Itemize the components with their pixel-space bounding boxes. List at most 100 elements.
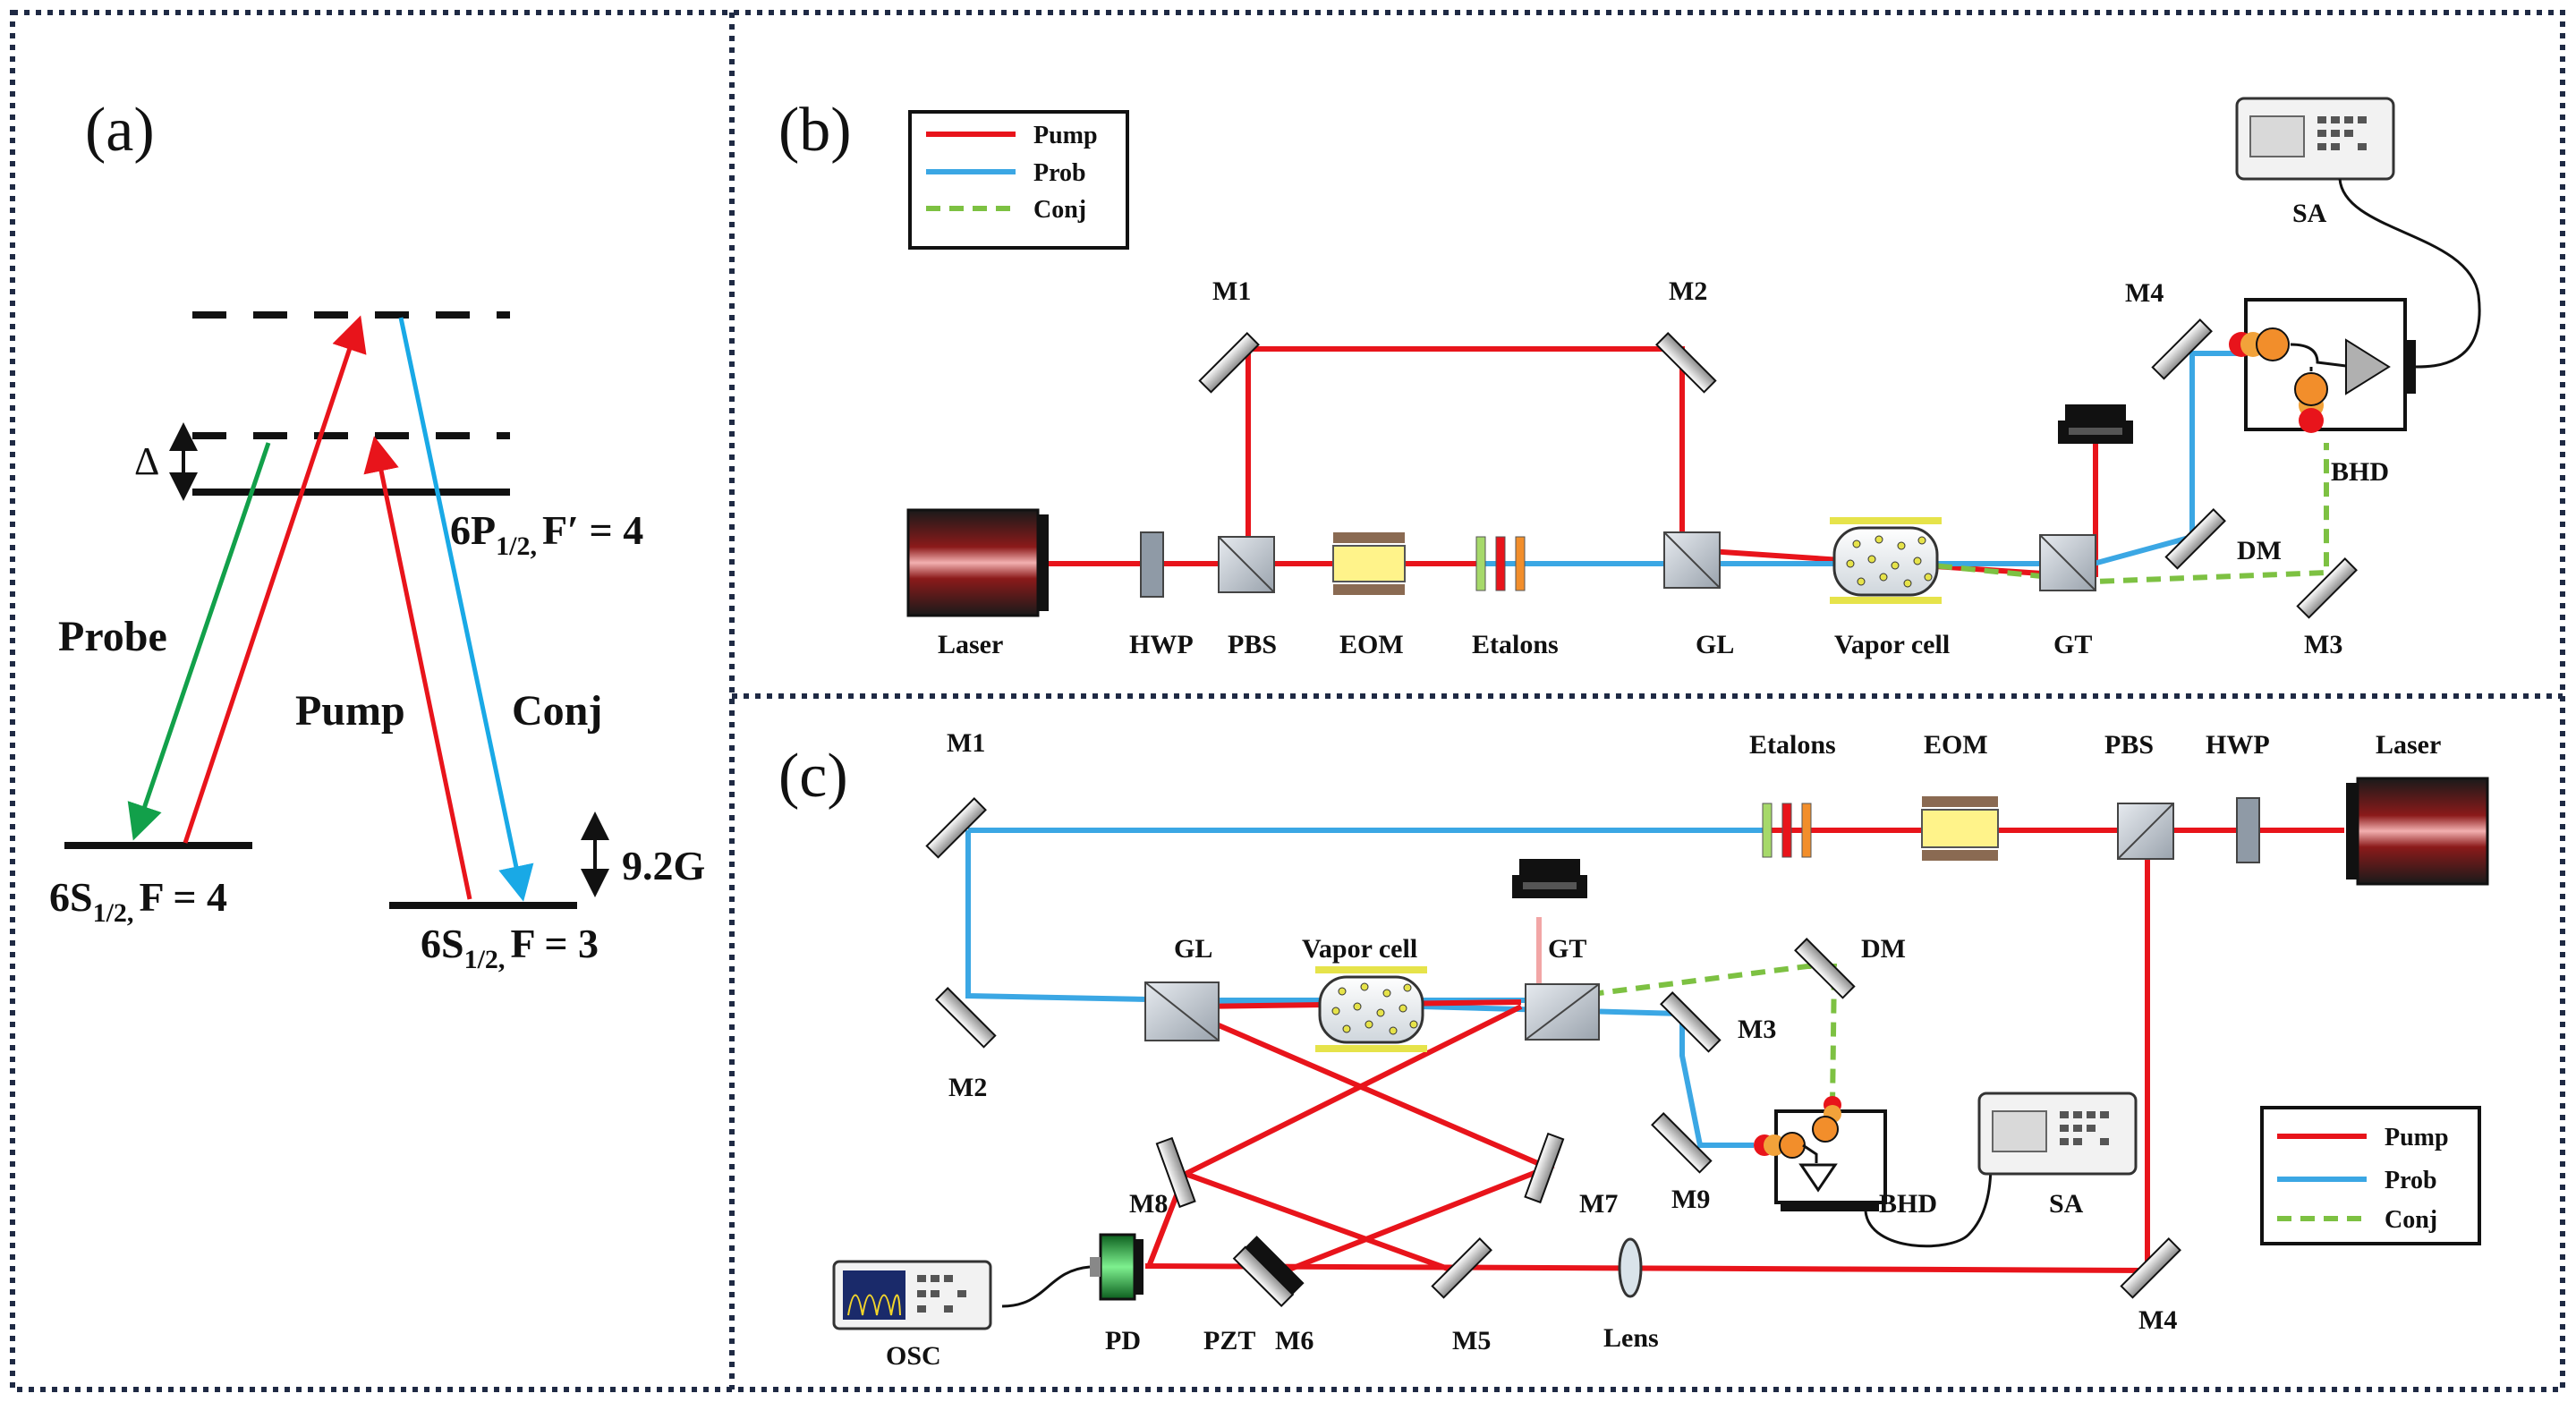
label-c-gl: GL — [1174, 934, 1212, 964]
photodetector-c — [1090, 1233, 1143, 1301]
oscilloscope-c — [832, 1260, 992, 1330]
label-c-sa: SA — [2049, 1189, 2084, 1219]
label-b-dm: DM — [2237, 536, 2282, 565]
splitting-label: 9.2G — [622, 843, 705, 888]
conj-transition-arrow — [398, 317, 534, 902]
mirror-m3-b — [2296, 557, 2358, 619]
label-b-m1: M1 — [1212, 276, 1251, 306]
mirror-m2-b — [1655, 332, 1717, 394]
delta-label: Δ — [134, 439, 159, 483]
label-c-eom: EOM — [1924, 730, 1988, 760]
panel-a-label: (a) — [85, 96, 155, 165]
panel-b-setup: (b) Pump Prob Conj — [778, 96, 2481, 659]
panel-c-label: (c) — [778, 742, 848, 811]
legend-b-conj: Conj — [1033, 196, 1086, 224]
label-c-m7: M7 — [1579, 1189, 1618, 1219]
level-6p-label: 6P1/2,F′ = 4 — [450, 507, 643, 561]
label-c-vapor-cell: Vapor cell — [1302, 934, 1417, 964]
label-b-m3: M3 — [2304, 630, 2342, 659]
gl-b — [1663, 531, 1721, 589]
panel-borders — [10, 10, 2565, 1392]
eom-c — [1921, 796, 1999, 861]
etalons-b — [1475, 536, 1526, 591]
mirror-m3-c — [1660, 991, 1722, 1053]
vapor-cell-b — [1830, 517, 1942, 604]
label-c-m6: M6 — [1275, 1326, 1314, 1355]
pd-cable-c — [1001, 1265, 1091, 1308]
label-b-gl: GL — [1696, 630, 1734, 659]
mirror-m7-c — [1524, 1132, 1565, 1204]
legend-b-pump: Pump — [1033, 122, 1098, 149]
lens-c — [1618, 1237, 1643, 1298]
label-b-laser: Laser — [938, 630, 1003, 659]
probe-transition-arrow — [127, 442, 271, 841]
dichroic-mirror-c — [1794, 938, 1856, 999]
panel-c-legend: Pump Prob Conj — [2260, 1106, 2481, 1245]
mirror-m4-c — [2120, 1237, 2181, 1299]
label-b-hwp: HWP — [1129, 630, 1194, 659]
etalons-c — [1762, 803, 1812, 858]
mirror-m1-b — [1198, 332, 1260, 394]
legend-c-pump: Pump — [2385, 1124, 2449, 1151]
label-b-gt: GT — [2053, 630, 2092, 659]
probe-label: Probe — [58, 613, 167, 660]
label-c-bhd: BHD — [1879, 1189, 1937, 1219]
label-c-m9: M9 — [1671, 1185, 1710, 1214]
label-c-laser: Laser — [2376, 730, 2441, 760]
label-c-m4: M4 — [2138, 1305, 2177, 1335]
mirror-m8-c — [1155, 1136, 1196, 1209]
laser-c — [2346, 777, 2489, 886]
hwp-c — [2236, 797, 2260, 863]
label-c-m5: M5 — [1452, 1326, 1491, 1355]
label-c-pd: PD — [1105, 1326, 1141, 1355]
eom-b — [1332, 532, 1406, 595]
level-6s-f4-label: 6S1/2,F = 4 — [49, 874, 227, 928]
label-c-pzt: PZT — [1203, 1326, 1255, 1355]
level-6s-f3-label: 6S1/2,F = 3 — [421, 921, 599, 974]
gt-c — [1525, 983, 1600, 1041]
mirror-m6-pzt-c — [1232, 1236, 1305, 1308]
panel-a-energy-levels: (a) Δ 9.2G Probe Pump Conj 6P1/2,F′ = 4 … — [49, 96, 705, 974]
pump-transition-arrow-1 — [183, 315, 367, 844]
label-b-m4: M4 — [2125, 278, 2164, 308]
label-b-vapor-cell: Vapor cell — [1834, 630, 1950, 659]
label-b-bhd: BHD — [2331, 457, 2389, 487]
label-c-osc: OSC — [886, 1341, 941, 1371]
sa-c — [1977, 1092, 2138, 1176]
vapor-cell-c — [1315, 966, 1427, 1052]
legend-c-conj: Conj — [2385, 1206, 2437, 1234]
label-c-m8: M8 — [1129, 1189, 1168, 1219]
beam-dump-c — [1512, 859, 1587, 898]
label-c-lens: Lens — [1603, 1323, 1659, 1353]
panel-b-legend: Pump Prob Conj — [908, 110, 1129, 250]
conj-label: Conj — [512, 687, 602, 735]
label-b-pbs: PBS — [1228, 630, 1277, 659]
label-c-hwp: HWP — [2206, 730, 2270, 760]
pump-label: Pump — [295, 687, 405, 735]
sa-cable-b — [2338, 178, 2481, 369]
gt-b — [2039, 534, 2096, 591]
panel-c-beams — [965, 828, 2344, 1274]
gl-c — [1144, 981, 1220, 1041]
pbs-c — [2117, 803, 2174, 860]
label-c-m2: M2 — [948, 1073, 987, 1102]
pump-transition-arrow-2 — [363, 436, 472, 900]
panel-b-label: (b) — [778, 96, 852, 165]
bhd-c — [1754, 1096, 1887, 1211]
label-c-gt: GT — [1548, 934, 1586, 964]
mirror-m1-c — [925, 797, 987, 859]
label-c-m3: M3 — [1738, 1015, 1776, 1044]
label-c-m1: M1 — [947, 728, 985, 758]
sa-b — [2235, 97, 2395, 181]
bhd-cable-c — [1864, 1162, 1993, 1248]
pbs-b — [1218, 536, 1275, 593]
label-b-sa: SA — [2292, 199, 2327, 228]
label-c-pbs: PBS — [2104, 730, 2154, 760]
mirror-m2-c — [935, 987, 997, 1049]
label-b-etalons: Etalons — [1472, 630, 1559, 659]
dichroic-mirror-b — [2164, 508, 2226, 570]
legend-b-prob: Prob — [1033, 159, 1086, 187]
beam-dump-b — [2058, 404, 2133, 444]
mirror-m5-c — [1431, 1237, 1492, 1299]
label-b-eom: EOM — [1339, 630, 1404, 659]
